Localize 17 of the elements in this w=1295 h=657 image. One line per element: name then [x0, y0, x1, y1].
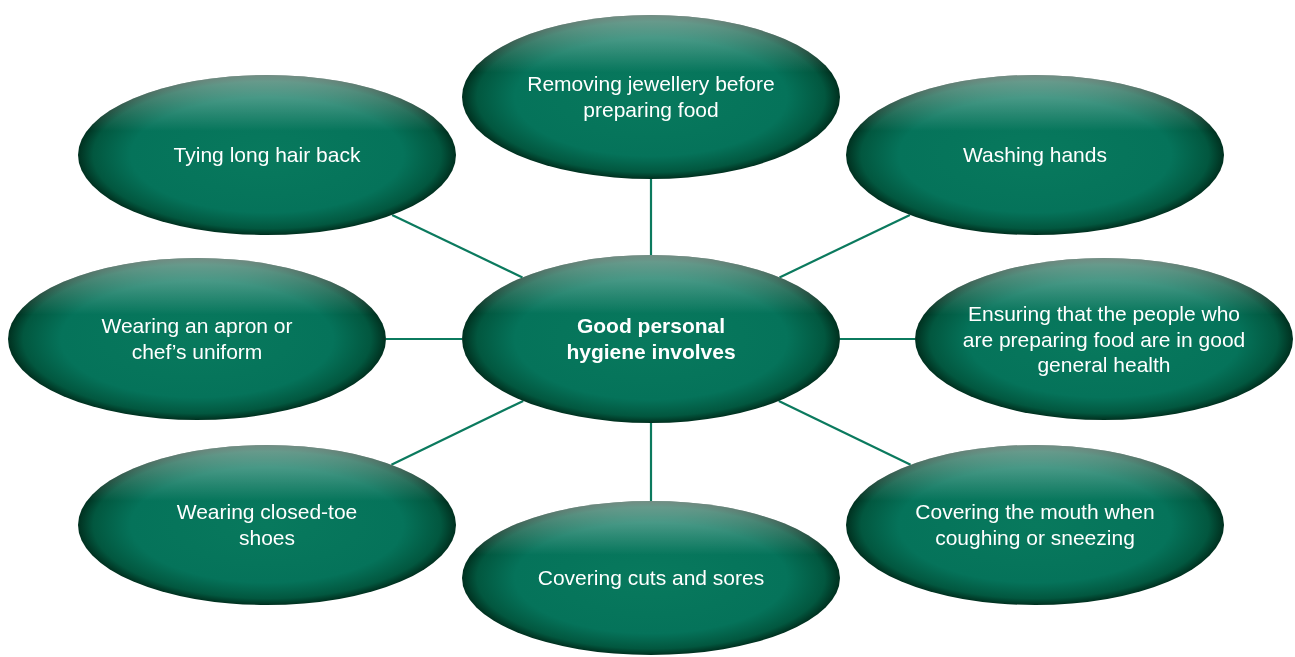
node-text: Removing jewellery before preparing food: [526, 71, 776, 123]
connector-line: [778, 399, 912, 466]
connector-line: [649, 179, 653, 255]
node-text: Wearing closed-toe shoes: [175, 499, 359, 551]
connector-line: [391, 214, 523, 279]
node-text: Washing hands: [962, 142, 1108, 168]
node-text: Tying long hair back: [172, 142, 362, 168]
node-text: Good personal hygiene involves: [565, 313, 737, 365]
connector-line: [390, 399, 524, 466]
node-text: Ensuring that the people who are preparing food are in good general health: [961, 300, 1247, 378]
node-text: Wearing an apron or chef’s uniform: [100, 313, 294, 365]
node-text: Covering cuts and sores: [536, 565, 766, 591]
connector-line: [386, 337, 462, 341]
connector-line: [779, 214, 911, 279]
connector-line: [649, 423, 653, 501]
node-text: Covering the mouth when coughing or sneezing: [914, 499, 1156, 551]
connector-line: [840, 337, 915, 341]
